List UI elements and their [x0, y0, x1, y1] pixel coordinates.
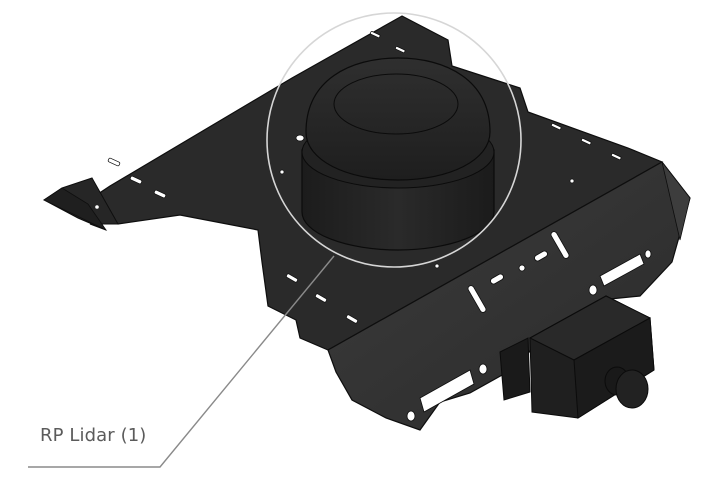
highlight-circle [266, 12, 522, 268]
plate-slots [107, 31, 622, 324]
rp-lidar [301, 57, 495, 251]
power-button-module [499, 295, 655, 419]
callout-leader-line [28, 255, 335, 468]
callout-label-rp-lidar: RP Lidar (1) [40, 425, 147, 446]
mount-slots [467, 231, 570, 313]
chassis-front-face [327, 161, 691, 431]
connector-cutouts [406, 249, 652, 422]
